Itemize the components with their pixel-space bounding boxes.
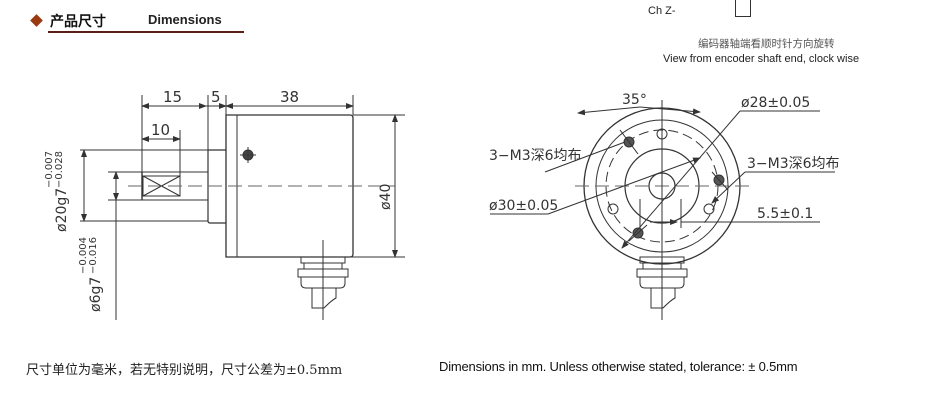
dim-holes-left: 3−M3深6均布 [489, 148, 582, 164]
side-view [80, 95, 405, 320]
dim-boss-diameter: ø20g7 [54, 188, 70, 232]
footnote-cn: 尺寸单位为毫米，若无特别说明，尺寸公差为±0.5mm [26, 363, 343, 378]
dim-boss-tol-upper: −0.007 [44, 151, 55, 188]
dim-flange: 5 [211, 88, 221, 106]
channel-z-minus-label: Ch Z- [648, 5, 676, 17]
dim-shaft-tol-upper: −0.004 [78, 237, 89, 274]
dim-shaft-length: 15 [163, 88, 182, 106]
dim-body-diameter: ø40 [378, 184, 394, 210]
header-underline [48, 31, 244, 33]
footnote-en: Dimensions in mm. Unless otherwise state… [439, 359, 798, 374]
wire-color-swatch [735, 0, 751, 17]
dim-bolt-circle-inner: ø30±0.05 [489, 198, 558, 214]
dim-offset: 5.5±0.1 [757, 206, 813, 222]
rotation-note-en: View from encoder shaft end, clock wise [663, 53, 860, 65]
dim-body-length: 38 [280, 88, 299, 106]
dim-holes-right: 3−M3深6均布 [747, 156, 840, 172]
dim-flat-length: 10 [151, 121, 170, 139]
dim-boss-tol-lower: −0.028 [54, 151, 65, 188]
section-title-en: Dimensions [148, 12, 222, 27]
section-header: 产品尺寸 Dimensions [30, 10, 244, 34]
section-title-cn: 产品尺寸 [50, 14, 106, 30]
dim-bolt-circle-outer: ø28±0.05 [741, 95, 810, 111]
dim-angle: 35° [622, 92, 647, 108]
front-view [490, 100, 835, 320]
dim-shaft-diameter: ø6g7 [88, 277, 104, 312]
dim-shaft-tol-lower: −0.016 [88, 237, 99, 274]
rotation-note-cn: 编码器轴端看顺时针方向旋转 [698, 38, 835, 50]
